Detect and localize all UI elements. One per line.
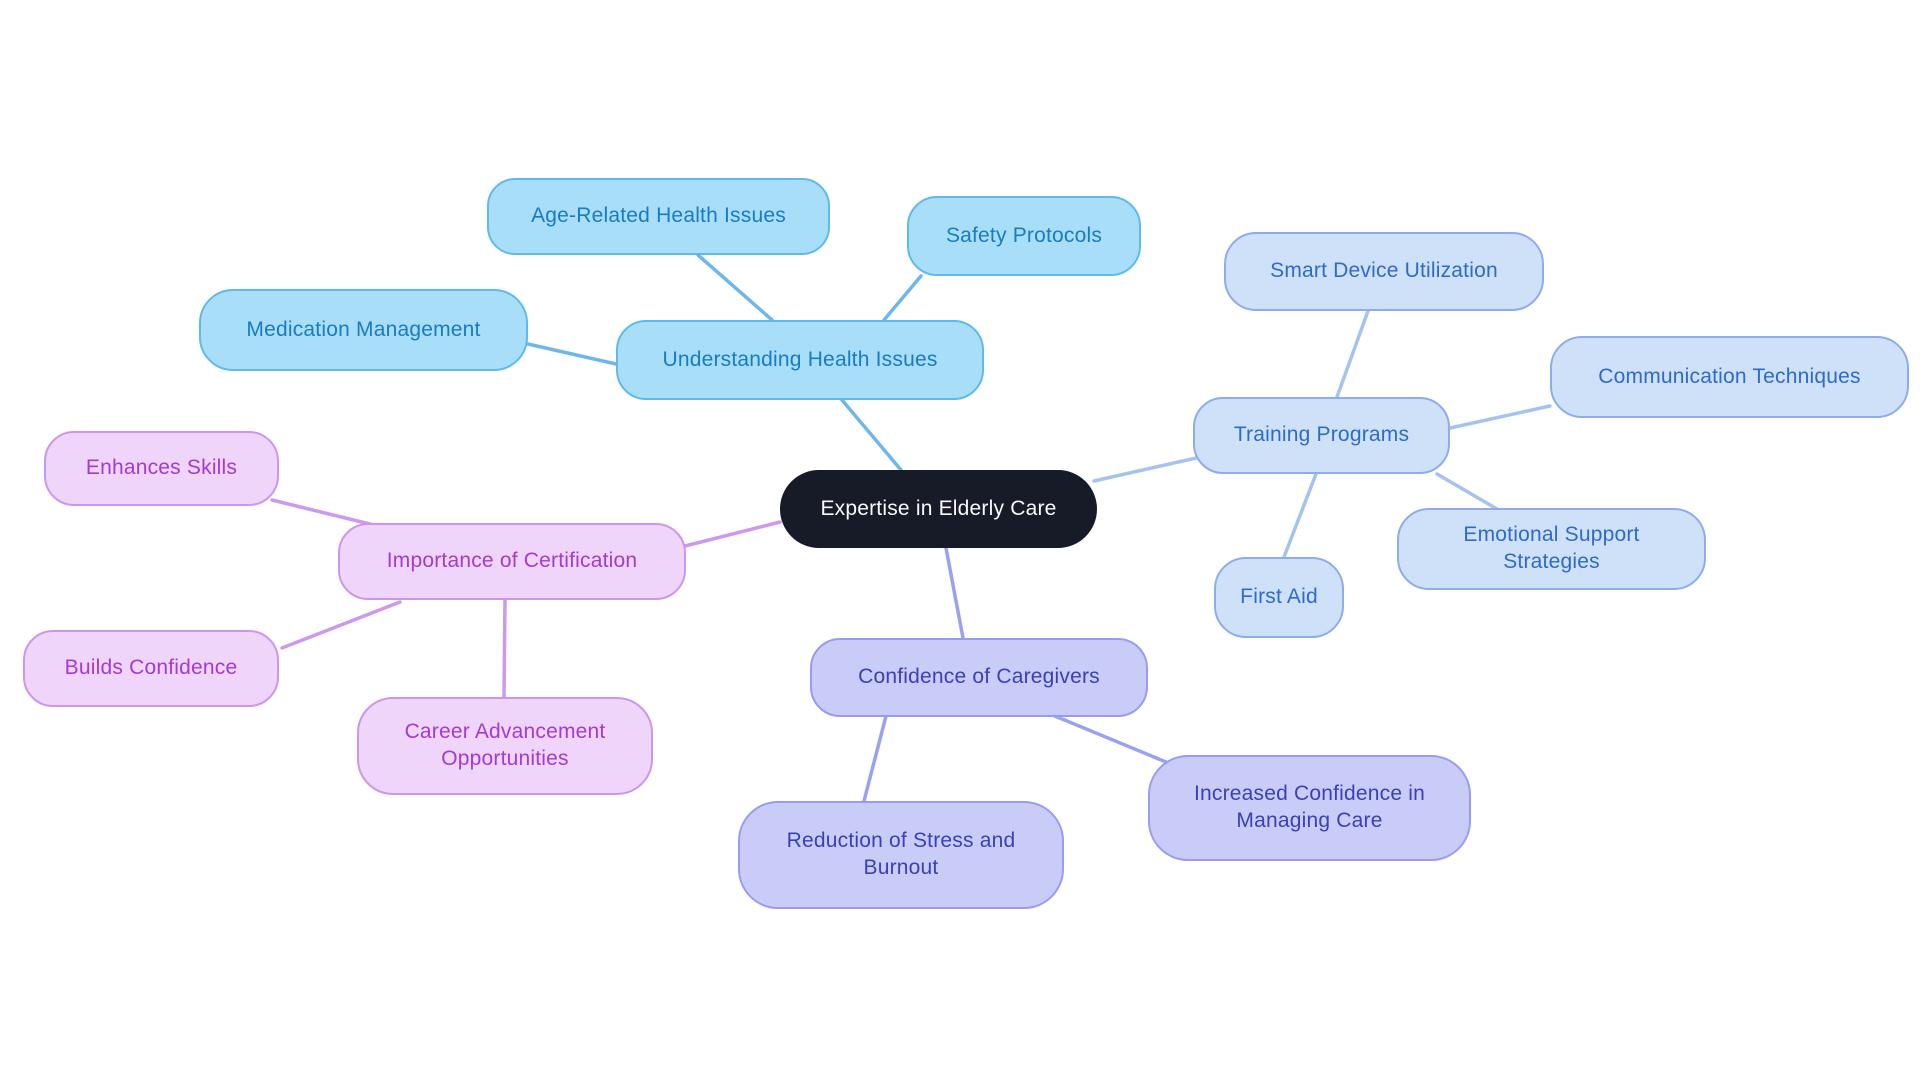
edge-expertise-in-elderly-care--training-programs: [1092, 456, 1198, 483]
node-expertise-in-elderly-care[interactable]: Expertise in Elderly Care: [780, 470, 1097, 548]
node-enhances-skills[interactable]: Enhances Skills: [44, 431, 279, 506]
node-increased-confidence-in-managing-care[interactable]: Increased Confidence in Managing Care: [1148, 755, 1471, 861]
edge-communication-techniques--training-programs: [1448, 404, 1552, 430]
node-builds-confidence[interactable]: Builds Confidence: [23, 630, 279, 707]
node-label: Safety Protocols: [945, 223, 1103, 247]
node-label: Reduction of Stress and Burnout: [786, 829, 1016, 879]
node-label: Increased Confidence in Managing Care: [1193, 782, 1426, 832]
node-safety-protocols[interactable]: Safety Protocols: [907, 196, 1141, 276]
node-communication-techniques[interactable]: Communication Techniques: [1550, 336, 1909, 418]
node-career-advancement-opportunities[interactable]: Career Advancement Opportunities: [357, 697, 653, 795]
node-label: Enhances Skills: [85, 456, 238, 480]
node-medication-management[interactable]: Medication Management: [199, 289, 528, 371]
node-reduction-of-stress-and-burnout[interactable]: Reduction of Stress and Burnout: [738, 801, 1064, 909]
edge-medication-management--understanding-health-issues: [526, 342, 618, 366]
node-age-related-health-issues[interactable]: Age-Related Health Issues: [487, 178, 830, 255]
edge-smart-device-utilization--training-programs: [1335, 309, 1370, 399]
edge-confidence-of-caregivers--reduction-of-stress-and-burnout: [862, 714, 888, 803]
node-label: Smart Device Utilization: [1270, 259, 1498, 283]
node-label: Importance of Certification: [386, 549, 638, 573]
edge-expertise-in-elderly-care--confidence-of-caregivers: [944, 546, 965, 640]
edge-training-programs--emotional-support-strategies: [1435, 472, 1499, 511]
node-label: Builds Confidence: [64, 656, 238, 680]
node-emotional-support-strategies[interactable]: Emotional Support Strategies: [1397, 508, 1706, 590]
node-label: First Aid: [1240, 585, 1318, 609]
node-first-aid[interactable]: First Aid: [1214, 557, 1344, 638]
edge-safety-protocols--understanding-health-issues: [882, 274, 923, 322]
node-importance-of-certification[interactable]: Importance of Certification: [338, 523, 686, 600]
node-label: Expertise in Elderly Care: [820, 496, 1057, 520]
node-label: Training Programs: [1233, 423, 1410, 447]
edge-enhances-skills--importance-of-certification: [270, 498, 380, 528]
node-label: Career Advancement Opportunities: [404, 720, 606, 770]
node-understanding-health-issues[interactable]: Understanding Health Issues: [616, 320, 984, 400]
edge-builds-confidence--importance-of-certification: [280, 600, 402, 650]
edge-training-programs--first-aid: [1282, 472, 1318, 559]
node-label: Confidence of Caregivers: [858, 665, 1100, 689]
node-label: Emotional Support Strategies: [1463, 523, 1640, 573]
node-label: Age-Related Health Issues: [531, 204, 786, 228]
node-confidence-of-caregivers[interactable]: Confidence of Caregivers: [810, 638, 1148, 717]
node-label: Understanding Health Issues: [662, 347, 938, 371]
edge-confidence-of-caregivers--increased-confidence-in-managing-care: [1048, 712, 1168, 764]
node-training-programs[interactable]: Training Programs: [1193, 397, 1450, 474]
edge-importance-of-certification--expertise-in-elderly-care: [683, 520, 782, 548]
edge-importance-of-certification--career-advancement-opportunities: [502, 598, 507, 699]
node-label: Communication Techniques: [1598, 364, 1861, 388]
node-smart-device-utilization[interactable]: Smart Device Utilization: [1224, 232, 1544, 311]
edge-understanding-health-issues--expertise-in-elderly-care: [840, 398, 903, 472]
edge-age-related-health-issues--understanding-health-issues: [696, 253, 774, 322]
node-label: Medication Management: [246, 317, 481, 341]
